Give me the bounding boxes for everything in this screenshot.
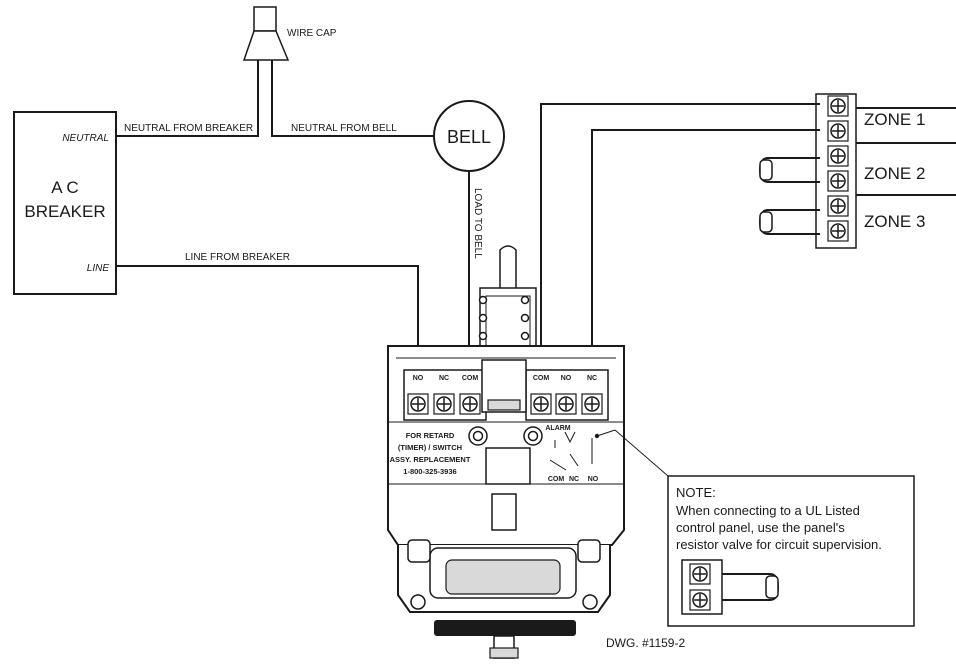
switch-terminal-screw-6 [581,393,603,415]
neutral-from-breaker-wire [116,116,259,137]
left-terminal-no: NO [413,375,424,382]
zone-1-wire-a [540,103,820,392]
zone-terminal-screw-3 [827,145,849,167]
right-terminal-no: NO [561,375,572,382]
zone-terminal-strip [758,93,956,249]
note-line-1: When connecting to a UL Listed [676,503,860,518]
switch-terminal-screw-2 [433,393,455,415]
retard-line-3: ASSY. REPLACEMENT [390,455,471,464]
switch-terminal-screw-5 [555,393,577,415]
zone-terminal-screw-5 [827,195,849,217]
line-from-breaker-label: LINE FROM BREAKER [185,252,290,263]
retard-line-1: FOR RETARD [406,431,455,440]
breaker-line-label: LINE [87,263,110,274]
retard-line-2: (TIMER) / SWITCH [398,443,462,452]
load-to-bell-label: LOAD TO BELL [472,188,483,259]
note-heading: NOTE: [676,485,716,500]
breaker-neutral-label: NEUTRAL [62,133,109,144]
breaker-title-line2: BREAKER [24,202,105,221]
note-leader [614,429,669,477]
zone-terminal-screw-4 [827,170,849,192]
contact-nc: NC [569,476,579,483]
switch-terminal-screw-1 [407,393,429,415]
bell-label: BELL [447,127,491,147]
contact-no: NO [588,476,599,483]
zone-terminal-screw-2 [827,120,849,142]
zone-3-label: ZONE 3 [864,212,925,231]
right-terminal-com: COM [533,375,550,382]
note-line-3: resistor valve for circuit supervision. [676,537,882,552]
left-terminal-nc: NC [439,375,449,382]
note-line-2: control panel, use the panel's [676,520,845,535]
note-terminal-screw-1 [689,563,711,585]
wire-cap [242,6,290,118]
note-terminal-screw-2 [689,589,711,611]
zone-2-label: ZONE 2 [864,164,925,183]
drawing-number: DWG. #1159-2 [606,636,685,650]
breaker-title-line1: A C [51,178,78,197]
left-terminal-com: COM [462,375,479,382]
wire-cap-label: WIRE CAP [287,28,337,39]
zone-1-label: ZONE 1 [864,110,925,129]
ac-breaker-box [13,111,117,295]
retard-line-4: 1-800-325-3936 [403,467,456,476]
zone-1-wire-b [591,129,820,392]
neutral-from-breaker-label: NEUTRAL FROM BREAKER [124,123,253,134]
note-terminal-illustration [681,559,780,615]
contact-com: COM [548,476,565,483]
switch-terminal-screw-4 [530,393,552,415]
neutral-from-bell-wire [271,116,434,137]
flow-switch [387,245,625,659]
switch-terminal-screw-3 [459,393,481,415]
zone-terminal-screw-1 [827,95,849,117]
line-from-breaker-wire [116,265,419,392]
neutral-from-bell-label: NEUTRAL FROM BELL [291,123,397,134]
right-terminal-nc: NC [587,375,597,382]
zone-terminal-screw-6 [827,220,849,242]
alarm-label: ALARM [545,425,570,432]
